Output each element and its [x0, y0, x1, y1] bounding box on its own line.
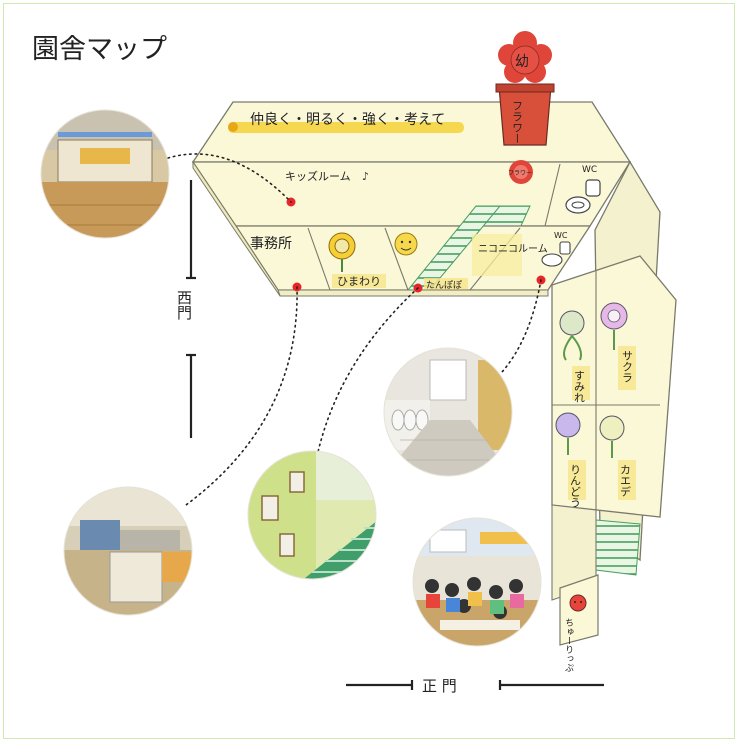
west-gate-label: 西門: [175, 290, 193, 321]
tanpopo-label: たんぽぽ: [426, 280, 462, 291]
kaede-label: カエデ: [619, 464, 632, 497]
toilet-icon: [565, 179, 601, 214]
small-flower-sign: フラワー: [508, 160, 533, 184]
small-flower-label: フラワー: [508, 170, 532, 177]
kids-room-label: キッズルーム: [285, 169, 351, 183]
wc-top-label: WC: [582, 165, 597, 175]
rindou-label: りんどう: [569, 464, 582, 508]
wc-mid-label: WC: [554, 231, 568, 240]
leader-lines: [167, 153, 542, 506]
motto-dot: [228, 122, 238, 132]
hall-photo: [41, 110, 169, 238]
churippu-label: ちゅーりっぷ: [563, 618, 574, 672]
classroom-photo: [413, 518, 541, 646]
urinal-icon: [541, 241, 571, 267]
stairs-photo: [248, 451, 376, 579]
flower-face-kaede: [599, 415, 625, 458]
right-stair: [595, 519, 641, 576]
sunflower-icon: [328, 232, 356, 272]
sakura-label: サクラ: [621, 350, 634, 383]
nikoniko-highlight: [472, 234, 522, 276]
map-title: 園舎マップ: [32, 34, 167, 65]
main-gate-label: 正 門: [422, 677, 457, 695]
motto-highlight: [228, 122, 464, 133]
nikoniko-label: ニコニコルーム: [478, 243, 548, 255]
main-gate: 正 門: [346, 677, 604, 695]
flower-face-sakura: [600, 302, 628, 350]
office-label: 事務所: [250, 236, 292, 252]
west-gate: 西門: [175, 180, 196, 438]
flower-pot: [498, 85, 552, 146]
hallway-photo: [384, 348, 512, 476]
flower-sign-top: 幼: [515, 54, 529, 70]
himawari-label: ひまわり: [337, 275, 381, 288]
upper-floor: [191, 161, 632, 227]
tulip-icon: [569, 594, 587, 612]
flower-face-rindou: [555, 412, 581, 455]
flower-sign-bottom: フラワー: [511, 100, 524, 144]
music-note-icon: ♪: [362, 170, 369, 183]
sun-icon: [394, 232, 418, 256]
office-photo: [64, 487, 192, 615]
himawari-highlight: [332, 274, 386, 288]
tanpopo-highlight: [424, 278, 468, 290]
sumire-label: すみれ: [573, 370, 586, 403]
motto-text: 仲良く・明るく・強く・考えて: [250, 112, 445, 128]
flower-face-sumire: [559, 310, 585, 361]
flower-sign: 幼 フラワー: [495, 31, 555, 146]
